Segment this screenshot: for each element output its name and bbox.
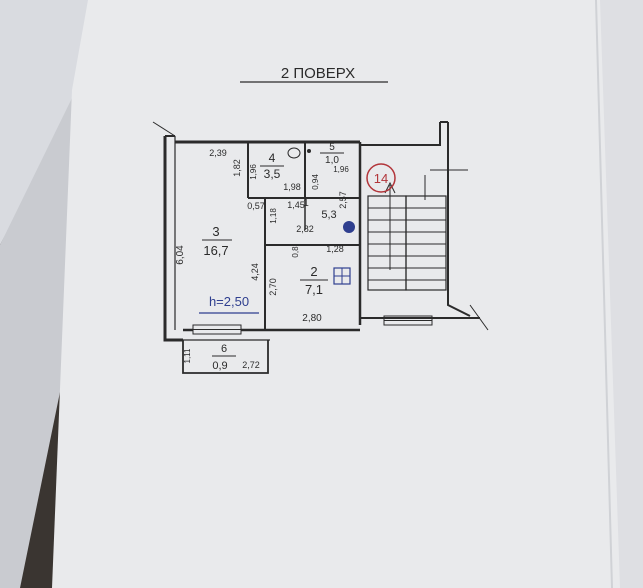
- staircase-label: 14: [374, 171, 388, 186]
- dim-2-57: 2,57: [338, 191, 348, 209]
- dim-1-45: 1,45: [287, 200, 305, 210]
- room-2-area: 7,1: [305, 282, 323, 297]
- room-6-area: 0,9: [212, 360, 227, 372]
- dim-0-8: 0,8: [291, 246, 300, 258]
- room-6-number: 6: [221, 343, 227, 355]
- room-1-number: 1: [303, 198, 309, 209]
- dim-1-28: 1,28: [326, 244, 344, 254]
- dim-1-96-right: 1,96: [333, 165, 349, 174]
- outer-walls: [163, 135, 362, 374]
- dim-2-70: 2,70: [268, 278, 278, 296]
- dim-1-96-left: 1,96: [249, 164, 258, 180]
- room-5-area: 1,0: [325, 155, 339, 166]
- dim-0-94: 0,94: [311, 174, 320, 190]
- room-1-area: 5,3: [321, 209, 336, 221]
- room-4-number: 4: [269, 151, 276, 165]
- dim-2-39: 2,39: [209, 148, 227, 158]
- toilet-icon: [287, 147, 301, 159]
- dim-1-98: 1,98: [283, 182, 301, 192]
- dim-6-04: 6,04: [175, 245, 186, 265]
- dim-0-57: 0,57: [247, 201, 265, 211]
- dim-2-80: 2,80: [302, 313, 322, 324]
- room-4-area: 3,5: [264, 167, 281, 181]
- room-2-number: 2: [310, 264, 317, 279]
- room-3-area: 16,7: [203, 243, 228, 258]
- dim-2-82: 2,82: [296, 224, 314, 234]
- dim-2-72: 2,72: [242, 360, 260, 370]
- ceiling-height-note: h=2,50: [209, 294, 249, 309]
- stairwell: [152, 121, 489, 331]
- gas-boiler-icon: [343, 221, 355, 233]
- dim-4-24: 4,24: [250, 263, 260, 281]
- dimension-labels: 2,39 1,82 1,96 1,98 0,94 1,96 0,57 1,45 …: [175, 148, 349, 370]
- staircase-circle: [366, 163, 396, 193]
- room-5-number: 5: [329, 142, 335, 153]
- openings: [192, 315, 433, 335]
- fixtures: [287, 147, 355, 285]
- dim-1-11: 1,11: [183, 348, 192, 364]
- dim-1-82: 1,82: [232, 159, 242, 177]
- room-3-number: 3: [212, 224, 219, 239]
- paper-fold: [595, 0, 613, 588]
- paper-sheet: [52, 0, 643, 588]
- floor-heading: 2 ПОВЕРХ: [281, 65, 355, 82]
- paper-right-shade: [600, 0, 643, 588]
- dim-1-18: 1,18: [269, 208, 278, 224]
